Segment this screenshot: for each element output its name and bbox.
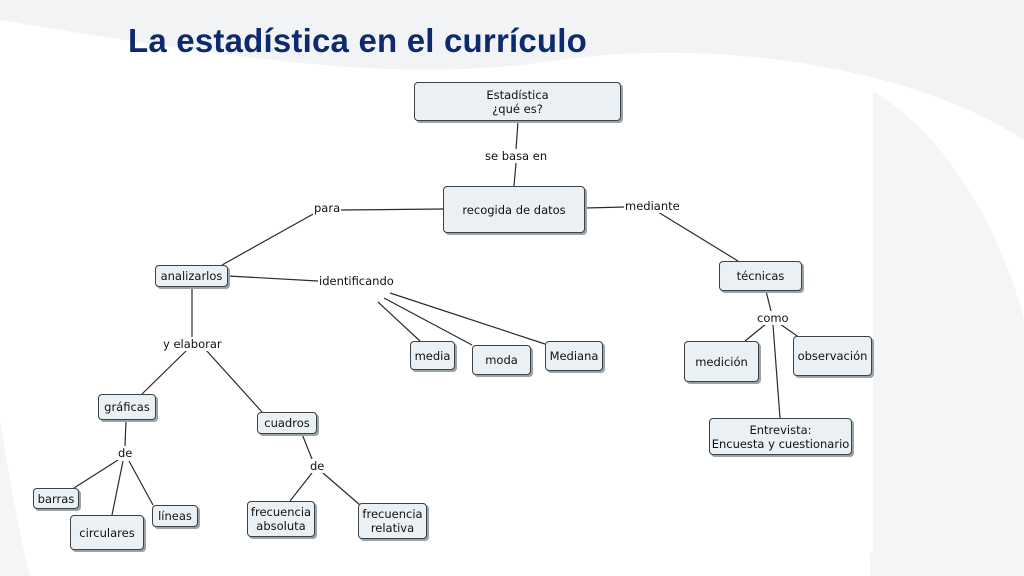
edge-graficas-de	[124, 419, 127, 447]
edge-de-frecrelativa	[322, 472, 361, 506]
node-cuadros[interactable]: cuadros	[257, 412, 317, 434]
edge-como-observacion	[779, 323, 801, 339]
node-mediana[interactable]: Mediana	[545, 341, 603, 371]
node-circulares[interactable]: circulares	[70, 515, 144, 550]
node-medicion[interactable]: medición	[684, 341, 759, 382]
edge-yelaborar-graficas	[141, 349, 188, 395]
edge-analizarlos-identificando	[227, 275, 319, 282]
edge-recogida-mediante	[584, 206, 626, 209]
edge-sebasa-recogida	[513, 162, 517, 187]
edge-para-analizarlos	[221, 212, 316, 266]
edge-como-medicion	[744, 323, 767, 342]
node-media[interactable]: media	[410, 341, 455, 370]
link-label-se-basa-en: se basa en	[484, 149, 549, 163]
link-label-para: para	[313, 201, 342, 215]
edge-como-entrevista	[772, 324, 781, 419]
node-frecuencia-absoluta[interactable]: frecuencia absoluta	[247, 501, 315, 537]
edge-identificando-moda	[383, 297, 473, 346]
node-frecuencia-relativa[interactable]: frecuencia relativa	[358, 503, 427, 539]
edge-cuadros-de	[301, 433, 313, 460]
node-recogida-de-datos[interactable]: recogida de datos	[443, 186, 585, 233]
edge-de-barras	[73, 459, 119, 489]
node-tecnicas[interactable]: técnicas	[719, 261, 802, 291]
node-moda[interactable]: moda	[472, 345, 531, 375]
node-barras[interactable]: barras	[33, 488, 79, 509]
node-analizarlos[interactable]: analizarlos	[155, 265, 228, 287]
slide-title: La estadística en el currículo	[128, 22, 588, 59]
node-estadistica[interactable]: Estadística ¿qué es?	[414, 82, 621, 121]
node-observacion[interactable]: observación	[793, 336, 872, 376]
edge-mediante-tecnicas	[657, 211, 739, 262]
edge-identificando-media	[377, 301, 421, 342]
edge-yelaborar-cuadros	[205, 349, 263, 413]
node-graficas[interactable]: gráficas	[98, 394, 156, 420]
edge-tecnicas-como	[765, 290, 772, 312]
link-label-de-graficas: de	[117, 446, 134, 460]
link-label-identificando: identificando	[318, 274, 395, 288]
node-lineas[interactable]: líneas	[152, 505, 198, 527]
edge-recogida-para	[339, 208, 444, 211]
node-entrevista[interactable]: Entrevista: Encuesta y cuestionario	[709, 418, 852, 455]
edge-estadistica-sebasa	[515, 120, 519, 151]
link-label-y-elaborar: y elaborar	[162, 337, 223, 351]
concept-map-canvas	[30, 81, 873, 553]
link-label-de-cuadros: de	[309, 459, 326, 473]
link-label-mediante: mediante	[624, 199, 681, 213]
edge-de-circulares	[111, 460, 124, 516]
edge-de-lineas	[128, 460, 154, 506]
edge-identificando-mediana	[389, 292, 546, 345]
edge-de-frecabsoluta	[289, 472, 313, 502]
link-label-como: como	[756, 311, 790, 325]
